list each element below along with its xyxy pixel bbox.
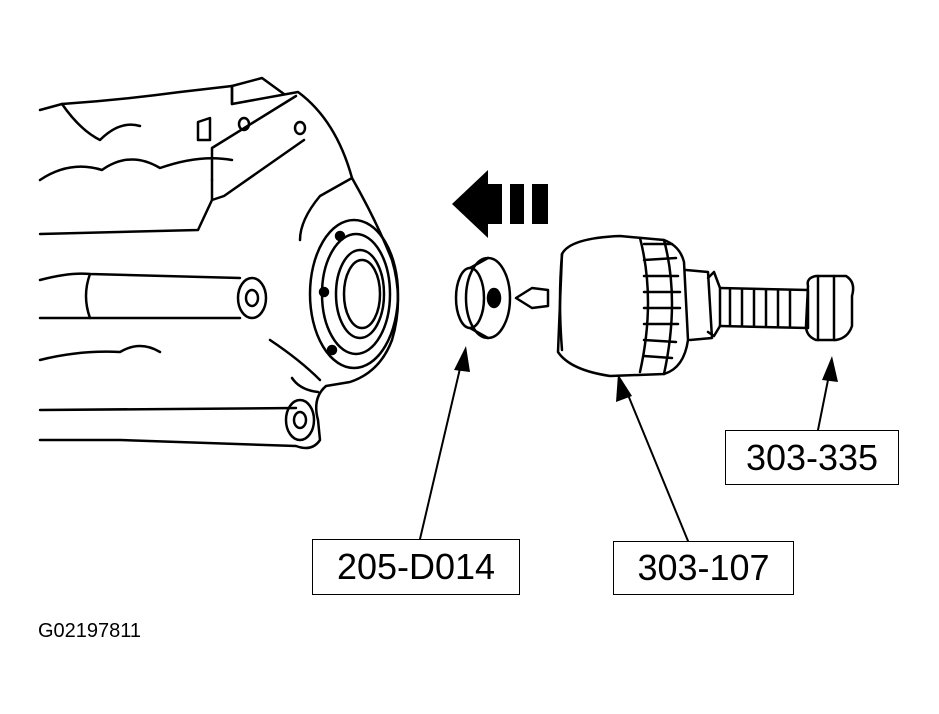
axle-housing — [38, 76, 400, 450]
callout-205-d014: 205-D014 — [312, 539, 520, 595]
figure-id: G02197811 — [38, 620, 142, 642]
forcing-screw — [684, 268, 855, 342]
axle-seal-bore — [308, 218, 400, 370]
callout-303-107: 303-107 — [613, 541, 794, 595]
seal-installer-tool — [454, 256, 512, 340]
installation-direction-arrow-icon — [452, 170, 548, 238]
tool-handle — [514, 234, 690, 378]
callout-303-335: 303-335 — [725, 430, 899, 485]
leader-arrowheads — [454, 346, 838, 402]
